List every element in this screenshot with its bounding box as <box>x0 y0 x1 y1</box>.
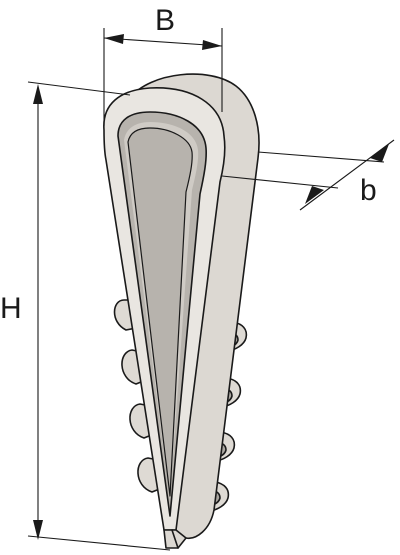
dimension-h: H <box>0 81 171 551</box>
label-h: H <box>0 292 22 325</box>
label-b-thickness: b <box>360 174 377 207</box>
dimension-b-outer: B <box>103 4 223 126</box>
dimension-b-thickness: b <box>221 139 395 211</box>
label-b-outer: B <box>155 4 175 37</box>
clip-loop <box>103 73 260 549</box>
